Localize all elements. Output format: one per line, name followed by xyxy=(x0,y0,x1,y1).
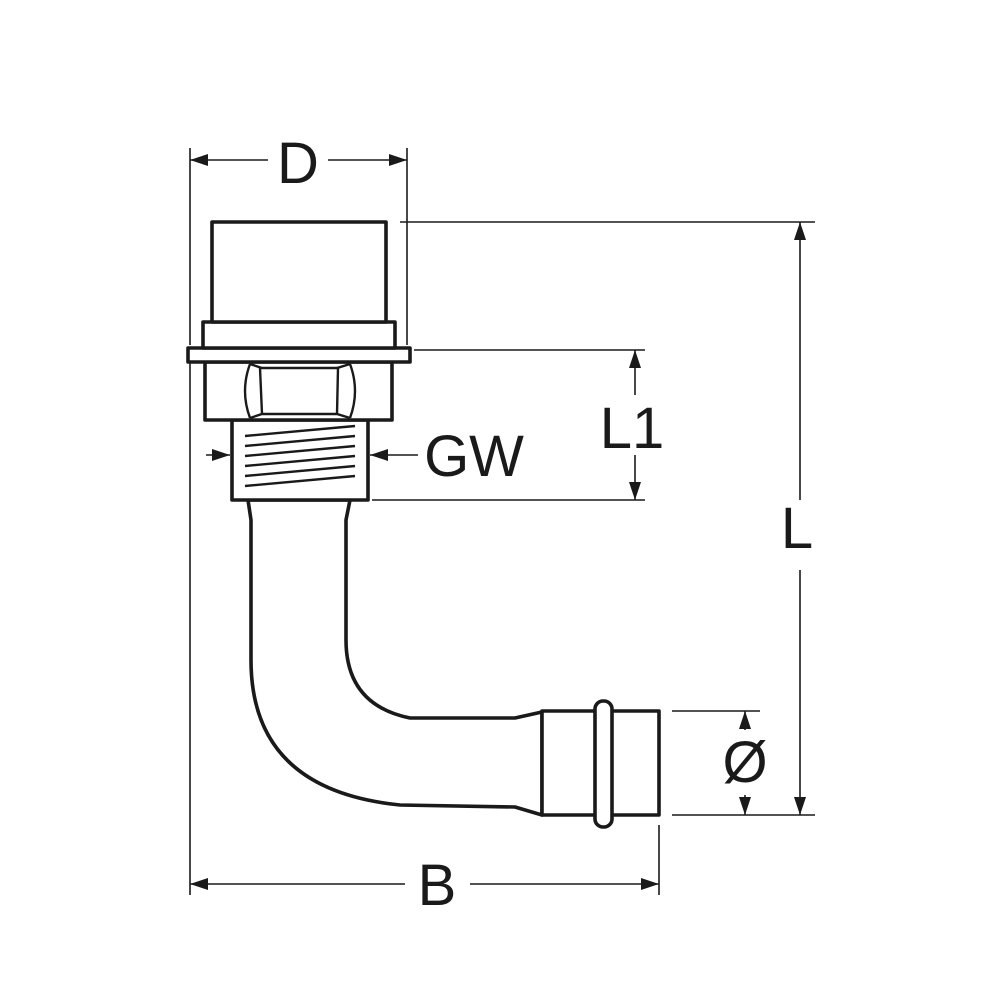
dimension-B xyxy=(189,362,660,895)
dimension-diameter xyxy=(672,710,760,815)
flange-washer xyxy=(186,346,412,364)
dimension-L1 xyxy=(372,349,645,501)
sleeve-ring xyxy=(593,699,614,829)
label-B: B xyxy=(418,853,457,918)
dimension-GW xyxy=(206,449,418,461)
bent-tube xyxy=(246,498,544,817)
label-L1: L1 xyxy=(600,396,665,461)
dimension-L xyxy=(400,221,815,816)
head-cap xyxy=(210,220,388,324)
thread-lines xyxy=(244,424,356,488)
hex-nut-face xyxy=(243,362,357,420)
label-diameter: Ø xyxy=(722,730,767,795)
label-GW: GW xyxy=(424,424,524,489)
collar xyxy=(201,320,397,350)
elbow-fitting xyxy=(186,220,661,829)
hex-nut xyxy=(203,360,394,422)
dimension-D xyxy=(189,148,408,345)
label-L: L xyxy=(781,496,813,561)
label-D: D xyxy=(277,131,319,196)
